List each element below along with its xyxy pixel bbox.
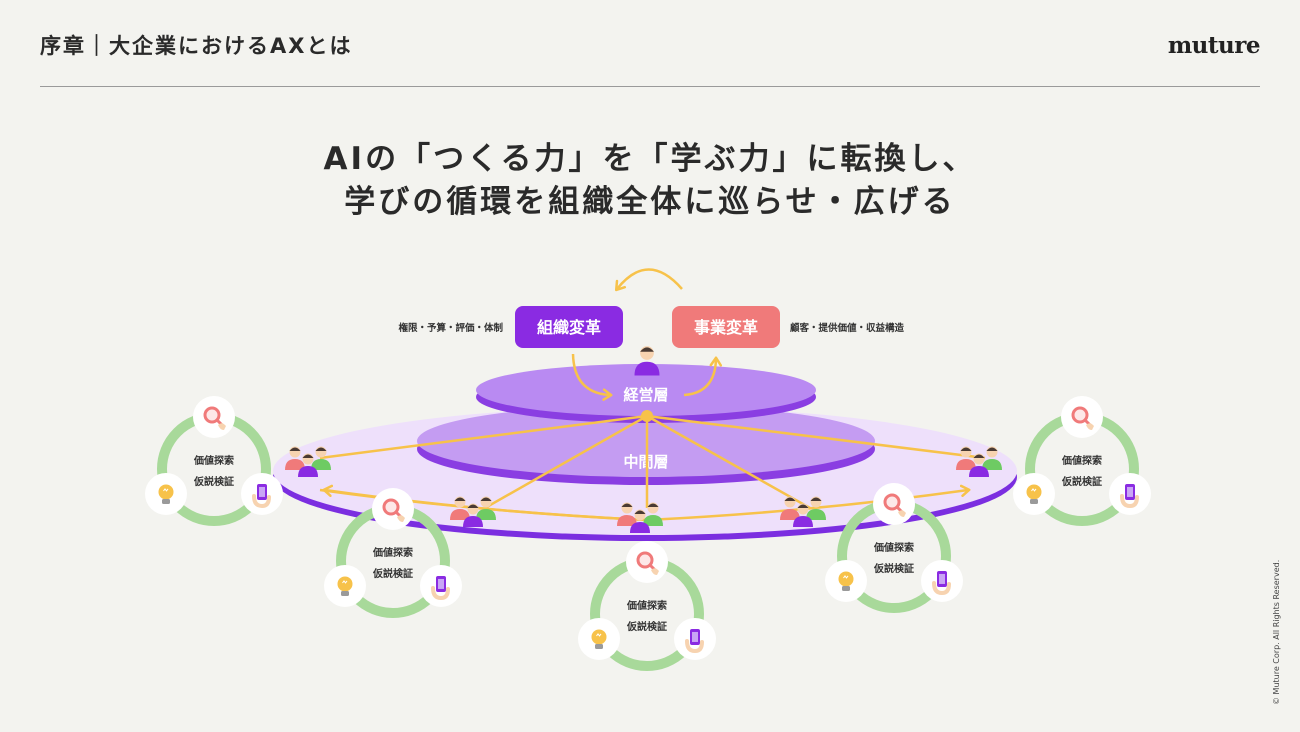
header-divider (40, 86, 1260, 87)
section-title: 序章｜大企業におけるAXとは (40, 34, 353, 58)
cycle-label-hypothesis: 仮説検証 (626, 620, 667, 633)
smartphone-icon (921, 559, 963, 602)
smartphone-icon (674, 617, 716, 660)
executive-person-icon (634, 346, 660, 376)
lightbulb-icon (1013, 472, 1055, 515)
search-icon (873, 483, 915, 525)
executive-layer-label: 経営層 (623, 386, 668, 404)
cycle-label-hypothesis: 仮説検証 (1061, 475, 1102, 488)
cycle-label-value-search: 価値探索 (372, 546, 413, 559)
top-cycle-arrow (614, 268, 683, 292)
org-change-label: 組織変革 (537, 318, 601, 337)
search-icon (193, 396, 235, 438)
headline-line-1: AIの「つくる力」を「学ぶ力」に転換し、 (323, 141, 977, 177)
executive-layer-disc (476, 364, 816, 423)
network-hub (641, 410, 653, 422)
cycle-label-value-search: 価値探索 (873, 541, 914, 554)
org-to-exec-arrow (571, 353, 613, 401)
cycle-label-value-search: 価値探索 (193, 454, 234, 467)
search-icon (372, 488, 414, 530)
copyright: © Muture Corp. All Rights Reserved. (1272, 559, 1281, 705)
header: 序章｜大企業におけるAXとは muture (40, 28, 1261, 88)
search-icon (626, 541, 668, 583)
search-icon (1061, 396, 1103, 438)
headline: AIの「つくる力」を「学ぶ力」に転換し、 学びの循環を組織全体に巡らせ・広げる (0, 138, 1300, 224)
lightbulb-icon (145, 472, 187, 515)
muture-logo[interactable]: muture (1167, 32, 1261, 59)
biz-change-note: 顧客・提供価値・収益構造 (790, 322, 905, 334)
smartphone-icon (241, 472, 283, 515)
org-change-note: 権限・予算・評価・体制 (398, 322, 503, 334)
cycle-label-hypothesis: 仮説検証 (193, 475, 234, 488)
smartphone-icon (420, 564, 462, 607)
biz-change-box[interactable] (672, 306, 780, 348)
lightbulb-icon (825, 559, 867, 602)
smartphone-icon (1109, 472, 1151, 515)
cycle-label-value-search: 価値探索 (1061, 454, 1102, 467)
headline-line-2: 学びの循環を組織全体に巡らせ・広げる (344, 184, 956, 220)
cycle-label-value-search: 価値探索 (626, 599, 667, 612)
exec-to-biz-arrow (683, 356, 723, 397)
lightbulb-icon (324, 564, 366, 607)
cycle-label-hypothesis: 仮説検証 (372, 567, 413, 580)
biz-change-label: 事業変革 (694, 318, 758, 337)
lightbulb-icon (578, 617, 620, 660)
org-change-box[interactable] (515, 306, 623, 348)
cycle-label-hypothesis: 仮説検証 (873, 562, 914, 575)
